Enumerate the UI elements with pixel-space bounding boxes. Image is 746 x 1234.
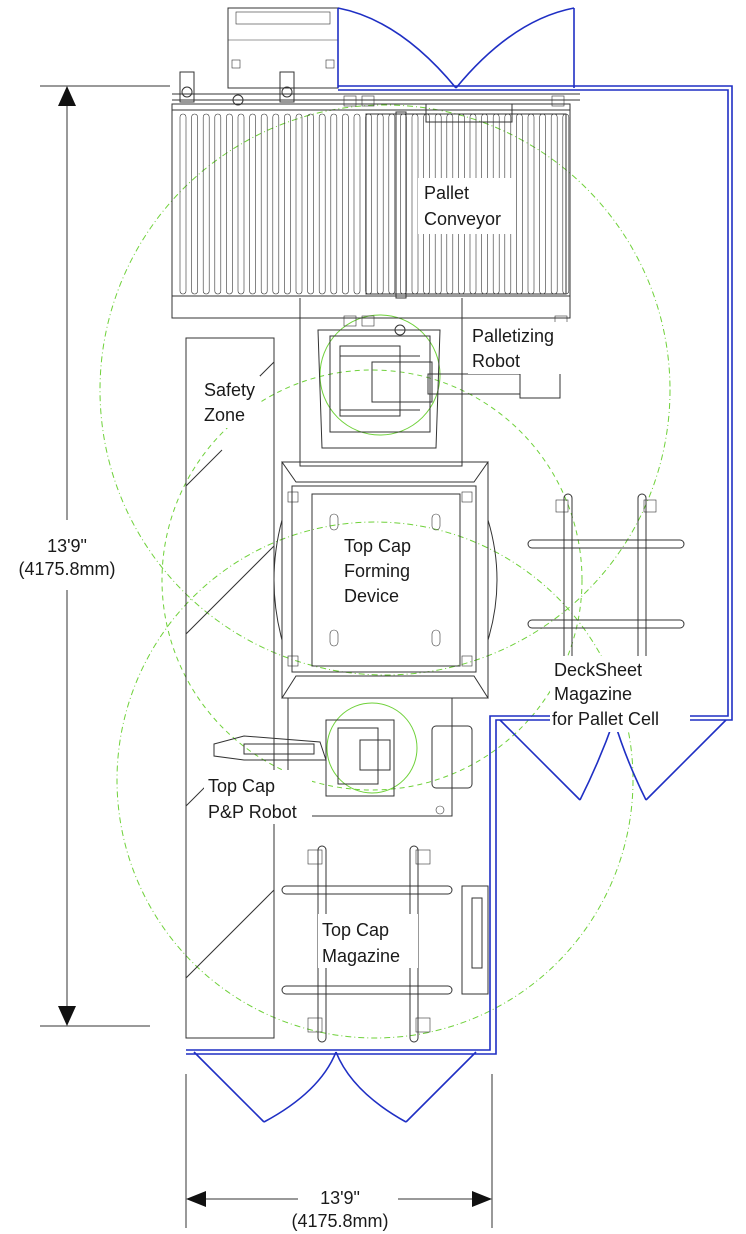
conveyor-drive-unit [172,7,580,106]
conveyor-roller [411,113,419,295]
decksheet-magazine-label-line3: for Pallet Cell [552,709,659,729]
palletizing-robot-label-line2: Robot [472,351,520,371]
palletizing-robot-reach-circle [99,104,671,676]
conveyor-roller [179,113,187,295]
decksheet-magazine-label-line1: DeckSheet [554,660,642,680]
top-cap-pp-robot-label-line2: P&P Robot [208,802,297,822]
safety-fence [186,7,733,1123]
width-arrow-right [472,1191,492,1207]
conveyor-roller [226,113,233,295]
palletizing-robot-label-line1: Palletizing [472,326,554,346]
top-cap-pp-robot-label-line1: Top Cap [208,776,275,796]
top-cap-magazine-label: Top Cap Magazine [318,914,418,968]
conveyor-roller [527,113,535,295]
safety-zone-label-line1: Safety [204,380,255,400]
conveyor-roller [295,113,303,295]
conveyor-roller [376,113,384,295]
conveyor-roller [284,113,291,295]
top-cap-pp-robot [213,719,473,815]
width-arrow-left [186,1191,206,1207]
conveyor-roller [260,113,268,295]
conveyor-roller [272,113,280,295]
conveyor-roller [237,113,245,295]
safety-zone-area [185,337,275,1039]
decksheet-magazine [527,493,685,667]
safety-zone-label-line2: Zone [204,405,245,425]
pallet-conveyor-label: Pallet Conveyor [418,178,514,234]
conveyor-roller [214,113,222,295]
width-dimension: 13'9" (4175.8mm) [185,1074,493,1231]
conveyor-roller [353,113,361,295]
decksheet-magazine-label-line2: Magazine [554,684,632,704]
height-dimension: 13'9" (4175.8mm) [18,85,170,1027]
top-cap-forming-device-label-line1: Top Cap [344,536,411,556]
palletizing-robot-base-circle [319,314,441,436]
conveyor-roller [388,113,396,295]
conveyor-roller [516,113,523,295]
height-dimension-imperial: 13'9" [47,536,87,556]
height-arrow-top [58,86,76,106]
conveyor-roller [307,113,314,295]
top-cap-forming-device-label: Top Cap Forming Device [340,530,430,608]
height-dimension-metric: (4175.8mm) [18,559,115,579]
pallet-conveyor-label-line1: Pallet [424,183,469,203]
conveyor-roller [318,113,326,295]
conveyor-roller [539,113,546,295]
conveyor-roller [249,113,256,295]
top-cap-forming-device [273,461,498,817]
forming-device-zone-circle [161,369,583,791]
top-cap-forming-device-label-line3: Device [344,586,399,606]
conveyor-roller [550,113,558,295]
conveyor-roller [342,113,349,295]
palletizing-robot-label: Palletizing Robot [468,322,572,374]
decksheet-magazine-label: DeckSheet Magazine for Pallet Cell [550,656,690,732]
top-cap-magazine-label-line1: Top Cap [322,920,389,940]
pp-robot-base-circle [326,702,418,794]
pallet-conveyor-label-line2: Conveyor [424,209,501,229]
top-cap-magazine-label-line2: Magazine [322,946,400,966]
width-dimension-imperial: 13'9" [320,1188,360,1208]
conveyor-roller [191,113,198,295]
width-dimension-metric: (4175.8mm) [291,1211,388,1231]
pp-robot-reach-circle [116,521,634,1039]
top-cap-pp-robot-label: Top Cap P&P Robot [204,770,312,824]
palletizing-robot [299,317,561,467]
conveyor-roller [202,113,210,295]
safety-zone-label: Safety Zone [200,376,260,428]
top-cap-forming-device-label-line2: Forming [344,561,410,581]
height-arrow-bottom [58,1006,76,1026]
conveyor-roller [330,113,338,295]
